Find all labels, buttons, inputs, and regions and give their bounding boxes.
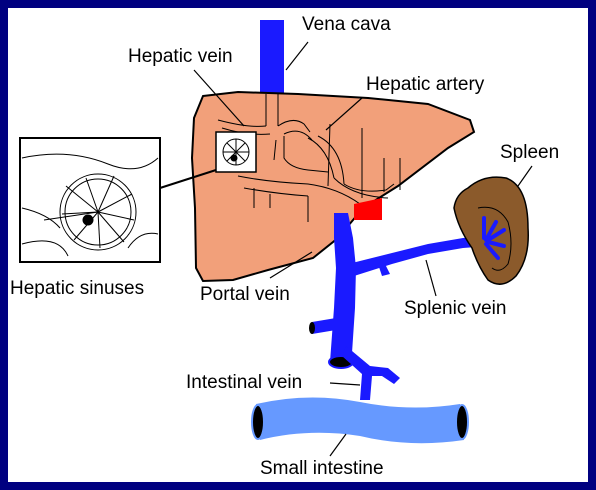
leader-intestinal-vein <box>330 383 360 385</box>
label-spleen: Spleen <box>500 142 559 163</box>
label-small-intestine: Small intestine <box>260 458 384 479</box>
leader-spleen <box>518 166 532 186</box>
leader-vena-cava <box>286 42 308 70</box>
sinus-marker-detail <box>223 139 249 165</box>
label-hepatic-sinuses: Hepatic sinuses <box>10 278 144 299</box>
intestinal-vein <box>342 346 400 400</box>
small-intestine <box>256 397 464 443</box>
label-intestinal-vein: Intestinal vein <box>186 372 302 393</box>
leader-small-intestine <box>330 434 346 456</box>
leader-splenic-vein <box>426 260 436 296</box>
vena-cava-upper <box>260 20 284 98</box>
label-portal-vein: Portal vein <box>200 284 290 305</box>
small-intestine-right-end <box>456 405 468 439</box>
small-intestine-left-end <box>252 405 264 439</box>
label-vena-cava: Vena cava <box>302 14 391 35</box>
liver-circulation-diagram: Vena cava Hepatic vein Hepatic artery Sp… <box>8 8 588 482</box>
label-hepatic-vein: Hepatic vein <box>128 46 233 67</box>
label-hepatic-artery: Hepatic artery <box>366 74 485 95</box>
hepatic-sinuses-inset <box>20 138 160 262</box>
label-splenic-vein: Splenic vein <box>404 298 506 319</box>
portal-vein-branch-end <box>309 322 315 334</box>
diagram-canvas: Vena cava Hepatic vein Hepatic artery Sp… <box>8 8 588 482</box>
